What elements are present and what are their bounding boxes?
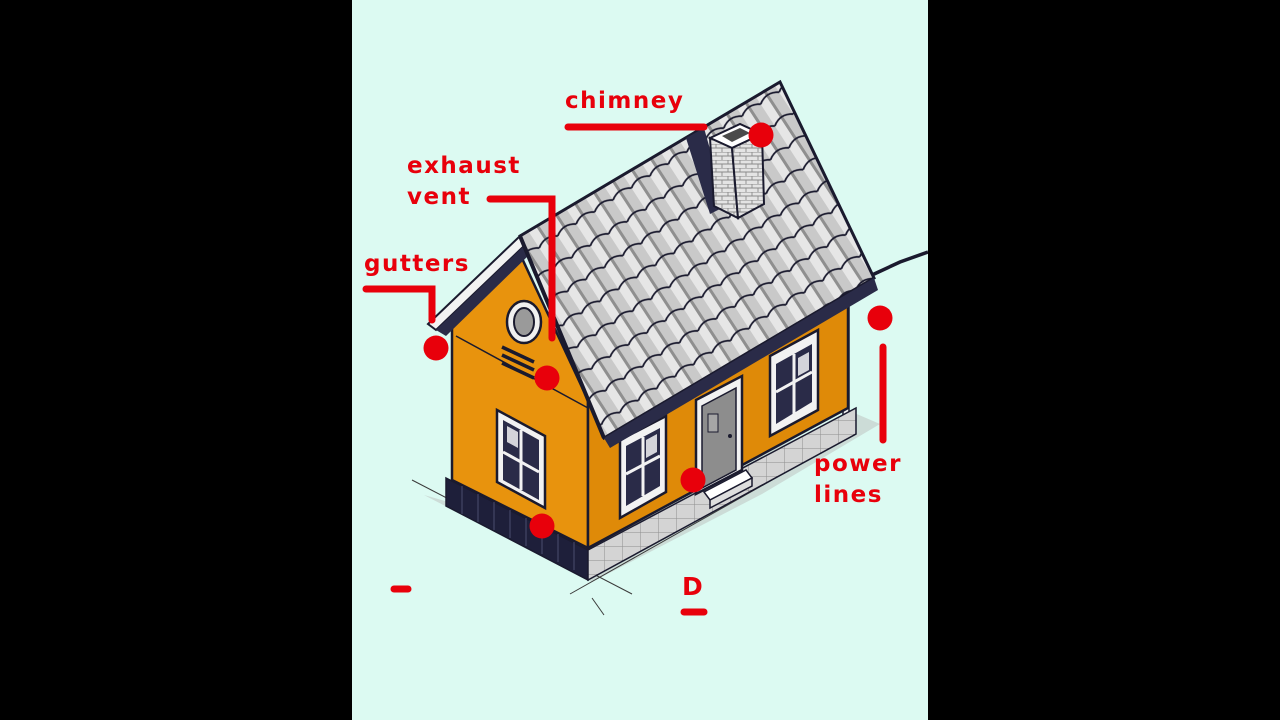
- hotspot-power-lines: [867, 305, 893, 331]
- hotspot-foundation: [529, 513, 555, 539]
- leader-lines: [362, 123, 887, 616]
- leader-gutters: [362, 285, 436, 324]
- leader-exhaust-vent: [486, 195, 556, 342]
- front-window-right: [768, 327, 820, 439]
- diagram-panel: chimney exhaust vent gutters power lines…: [352, 0, 928, 720]
- eave-fascia: [436, 246, 530, 336]
- gable-window: [495, 407, 547, 511]
- hotspots: [423, 122, 893, 539]
- chimney-structure: [686, 122, 766, 220]
- round-window: [505, 299, 543, 345]
- hotspot-door: [680, 467, 706, 493]
- label-power-line2: lines: [814, 482, 883, 508]
- vent-slats: [501, 345, 535, 380]
- hotspot-chimney: [748, 122, 774, 148]
- label-chimney: chimney: [565, 88, 685, 114]
- power-line-cable: [871, 250, 928, 277]
- front-window-left: [618, 413, 668, 521]
- label-gutters: gutters: [364, 251, 470, 277]
- front-door: [694, 373, 754, 510]
- label-exhaust-line1: exhaust: [407, 153, 521, 179]
- house-illustration: [362, 79, 928, 616]
- label-partial-d: D: [682, 572, 705, 601]
- hotspot-exhaust-vent: [534, 365, 560, 391]
- roof-eave-edge: [604, 278, 878, 448]
- hotspot-gutters: [423, 335, 449, 361]
- label-exhaust-line2: vent: [407, 184, 471, 210]
- label-power-line1: power: [814, 451, 902, 477]
